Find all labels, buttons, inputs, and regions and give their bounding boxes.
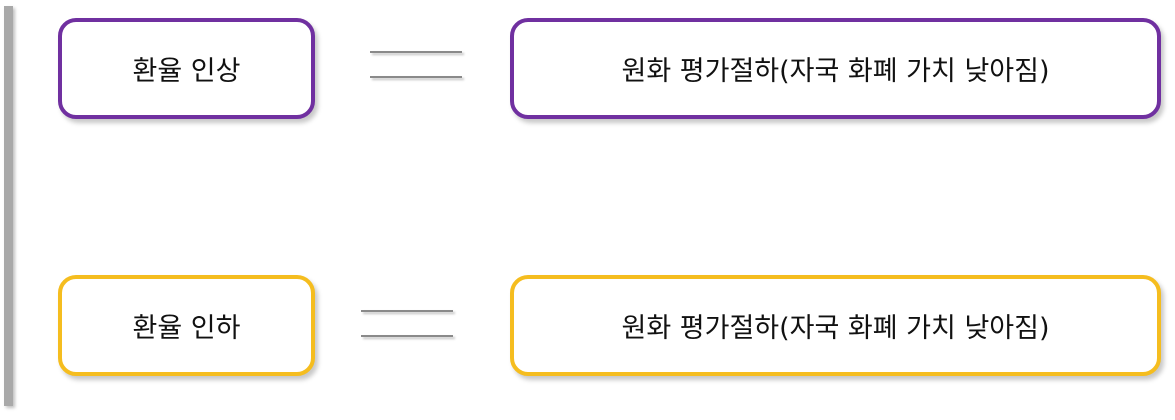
left-divider-bar xyxy=(4,6,13,406)
equals-bar-bottom xyxy=(370,76,462,78)
equals-bar-bottom xyxy=(361,335,453,337)
exchange-rate-fall-label: 환율 인하 xyxy=(132,313,241,344)
won-devaluation-box-1: 원화 평가절하(자국 화폐 가치 낮아짐) xyxy=(510,18,1161,119)
exchange-rate-rise-label: 환율 인상 xyxy=(132,56,241,87)
won-devaluation-box-2: 원화 평가절하(자국 화폐 가치 낮아짐) xyxy=(510,275,1161,376)
equals-connector-2 xyxy=(361,310,453,338)
exchange-rate-fall-box: 환율 인하 xyxy=(58,275,315,376)
won-devaluation-label-2: 원화 평가절하(자국 화폐 가치 낮아짐) xyxy=(621,313,1050,344)
equals-bar-top xyxy=(370,51,462,53)
won-devaluation-label-1: 원화 평가절하(자국 화폐 가치 낮아짐) xyxy=(621,56,1050,87)
equals-connector-1 xyxy=(370,51,462,79)
exchange-rate-rise-box: 환율 인상 xyxy=(58,18,315,119)
equals-bar-top xyxy=(361,310,453,312)
